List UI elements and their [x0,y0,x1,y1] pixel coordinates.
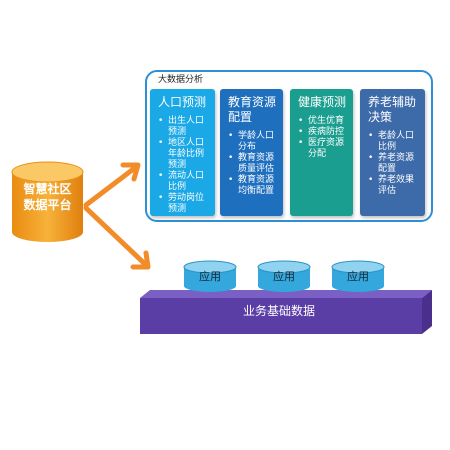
arrow-to-analysis [83,162,141,208]
column-health-forecast: 健康预测 •优生优育 •疾病防控 •医疗资源分配 [290,89,353,216]
column-elderly-care-decision: 养老辅助决策 •老龄人口比例 •养老资源配置 •养老效果评估 [360,89,425,216]
panel-title: 大数据分析 [158,75,204,85]
column-population-forecast: 人口预测 •出生人口预测 •地区人口年龄比例预测 •流动人口比例 •劳动岗位预测 [150,89,215,216]
list-item: •劳动岗位预测 [158,193,205,214]
list-item: •学龄人口分布 [228,131,275,152]
app-label: 应用 [273,270,295,283]
app-label: 应用 [199,270,221,283]
list-item: •地区人口年龄比例预测 [158,138,205,170]
column-title: 健康预测 [298,95,347,109]
app-cylinder-icon [183,260,237,292]
platform-cylinder-icon [11,161,84,242]
list-item: •教育资源均衡配置 [228,175,275,196]
list-item: •老龄人口比例 [368,131,415,152]
arrow-to-base [83,205,151,270]
list-item: •出生人口预测 [158,116,205,137]
base-data-label: 业务基础数据 [242,304,315,318]
column-education-resources: 教育资源配置 •学龄人口分布 •教育资源质量评估 •教育资源均衡配置 [220,89,283,216]
platform-label: 智慧社区 数据平台 [10,181,85,213]
app-cylinder-icon [331,260,385,292]
app-cylinder-icon [257,260,311,292]
list-item: •养老资源配置 [368,153,415,174]
list-item: •优生优育 [298,116,345,126]
platform-label-line2: 数据平台 [23,198,72,212]
list-item: •医疗资源分配 [298,138,345,159]
list-item: •养老效果评估 [368,175,415,196]
column-title: 教育资源配置 [228,95,277,124]
app-label: 应用 [347,270,369,283]
list-item: •疾病防控 [298,127,345,137]
list-item: •教育资源质量评估 [228,153,275,174]
base-data-slab [140,290,432,334]
list-item: •流动人口比例 [158,171,205,192]
column-title: 养老辅助决策 [368,95,417,124]
platform-label-line1: 智慧社区 [23,182,72,196]
column-title: 人口预测 [158,95,207,109]
